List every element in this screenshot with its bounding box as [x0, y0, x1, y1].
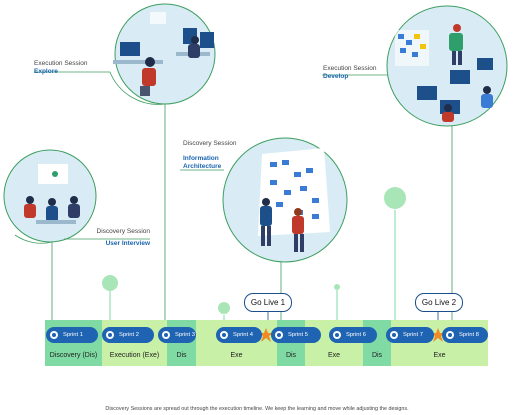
golive-2-badge: Go Live 2 [415, 293, 463, 312]
ia-illustration [258, 148, 330, 252]
sprint-dot-icon [275, 331, 283, 339]
phase-label: Dis [371, 352, 383, 359]
phase-label: Execution (Exe) [109, 352, 160, 359]
sprint-4: Sprint 4 [216, 327, 262, 343]
session-label-user-interview: Discovery Session User Interview [90, 228, 150, 248]
footer-caption: Discovery Sessions are spread out throug… [105, 406, 409, 412]
session-name: Develop [323, 73, 349, 80]
session-type: Execution Session [34, 60, 88, 67]
phase-label: Discovery (Dis) [49, 352, 98, 359]
sprint-dot-icon [446, 331, 454, 339]
marker-dot [102, 275, 118, 291]
session-type: Discovery Session [183, 140, 237, 147]
develop-illustration [395, 24, 493, 122]
explore-illustration [113, 12, 214, 96]
sprint-5: Sprint 5 [271, 327, 321, 343]
phase-label: Exe [433, 352, 446, 359]
marker-dot [334, 284, 340, 290]
user-interview-illustration [24, 164, 80, 224]
sprint-dot-icon [333, 331, 341, 339]
sprint-1: Sprint 1 [46, 327, 98, 343]
session-label-explore: Execution Session Explore [34, 60, 87, 76]
session-name: Explore [34, 68, 58, 75]
session-label-develop: Execution Session Develop [323, 65, 376, 81]
user-interview-scene [3, 149, 97, 243]
golive-1-star [258, 328, 274, 342]
sprint-dot-icon [220, 331, 228, 339]
marker-dot [384, 187, 406, 209]
sprint-dot-icon [162, 331, 170, 339]
phase-label: Dis [285, 352, 297, 359]
phase-label: Exe [230, 352, 243, 359]
session-type: Execution Session [323, 65, 377, 72]
session-label-information-architecture: Discovery Session Information Architectu… [183, 140, 243, 171]
sprint-6: Sprint 6 [329, 327, 377, 343]
sprint-dot-icon [106, 331, 114, 339]
session-type: Discovery Session [96, 228, 150, 235]
sprint-8: Sprint 8 [442, 327, 488, 343]
connector-interview-down [14, 234, 53, 327]
phase-label: Dis [176, 352, 187, 359]
sprint-2: Sprint 2 [102, 327, 154, 343]
sprint-7: Sprint 7 [386, 327, 434, 343]
golive-2-star [430, 328, 446, 342]
sprint-3: Sprint 3 [158, 327, 196, 343]
sprint-dot-icon [390, 331, 398, 339]
session-name: User Interview [105, 240, 150, 247]
golive-1-badge: Go Live 1 [244, 293, 292, 312]
session-name: Information Architecture [183, 155, 222, 170]
phase-label: Exe [327, 352, 341, 359]
discovery-markers [102, 187, 406, 327]
marker-dot [218, 302, 230, 314]
sprint-dot-icon [50, 331, 58, 339]
